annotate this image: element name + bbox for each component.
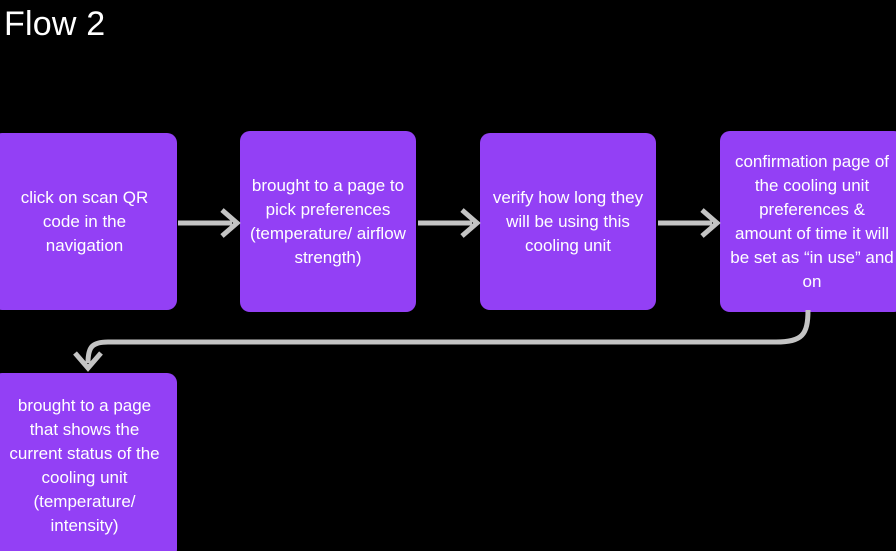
flow-node-1-label: click on scan QR code in the navigation: [20, 187, 149, 255]
page-title: Flow 2: [4, 5, 106, 43]
flow-node-4[interactable]: confirmation page of the cooling unit pr…: [720, 131, 896, 312]
flow-node-4-label: confirmation page of the cooling unit pr…: [730, 151, 894, 291]
flow-node-5-label: brought to a page that shows the current…: [9, 396, 160, 535]
arrow-right-icon-2: [418, 208, 481, 238]
flow-node-3[interactable]: verify how long they will be using this …: [480, 133, 656, 310]
flow-node-1[interactable]: click on scan QR code in the navigation: [0, 133, 177, 310]
flow-node-3-label: verify how long they will be using this …: [492, 187, 644, 255]
flow-node-2-label: brought to a page to pick preferences (t…: [250, 175, 406, 267]
arrow-right-icon-3: [658, 208, 721, 238]
flow-node-2[interactable]: brought to a page to pick preferences (t…: [240, 131, 416, 312]
arrow-curved-wrap-icon: [73, 309, 811, 372]
arrow-right-icon-1: [178, 208, 241, 238]
flow-node-5[interactable]: brought to a page that shows the current…: [0, 373, 177, 551]
